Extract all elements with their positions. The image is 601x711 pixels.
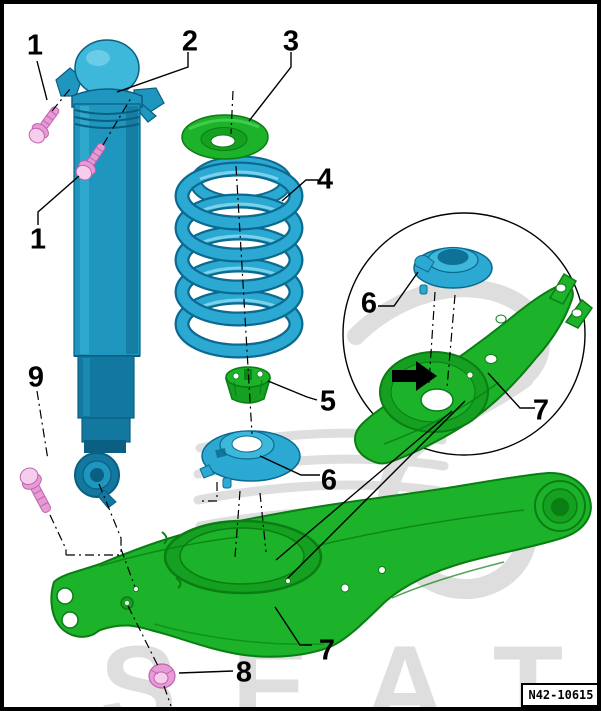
arm-nut (148, 663, 176, 689)
mount-point-dot (285, 578, 291, 584)
coil-spring (174, 155, 304, 359)
inset-lower-spring-seat (413, 246, 493, 295)
callout-2: 2 (181, 25, 199, 58)
arm-bushing (534, 480, 586, 532)
mount-point-dot (133, 586, 139, 592)
callout-1-mid: 1 (29, 223, 47, 256)
callout-6-main: 6 (320, 464, 338, 497)
control-arm (50, 471, 592, 658)
direction-arrow-icon (392, 361, 437, 391)
detail-inset (342, 212, 594, 465)
diagram-canvas: SEAT (19, 39, 594, 707)
callout-8: 8 (235, 656, 253, 689)
callout-5: 5 (319, 385, 337, 418)
centerlines (36, 88, 267, 707)
mount-bolt-top (28, 106, 60, 144)
spring-retainer (224, 366, 272, 404)
shock-lower-eye (74, 452, 120, 509)
callout-3: 3 (282, 25, 300, 58)
callout-6-inset: 6 (360, 287, 378, 320)
arm-bolt (19, 467, 52, 513)
figure-reference: N42-10615 (521, 683, 597, 707)
shock-top-mount (55, 39, 165, 123)
leader-lines (36, 52, 535, 674)
upper-spring-plate (181, 114, 269, 160)
callout-4: 4 (316, 163, 334, 196)
callout-7-main: 7 (318, 634, 336, 667)
mount-bolt-mid (75, 142, 106, 181)
callout-9: 9 (27, 361, 45, 394)
lower-spring-seat (199, 430, 301, 489)
callout-7-inset: 7 (532, 394, 550, 427)
callout-1-top: 1 (26, 29, 44, 62)
inset-centerlines (428, 291, 456, 389)
shock-absorber (55, 39, 165, 509)
